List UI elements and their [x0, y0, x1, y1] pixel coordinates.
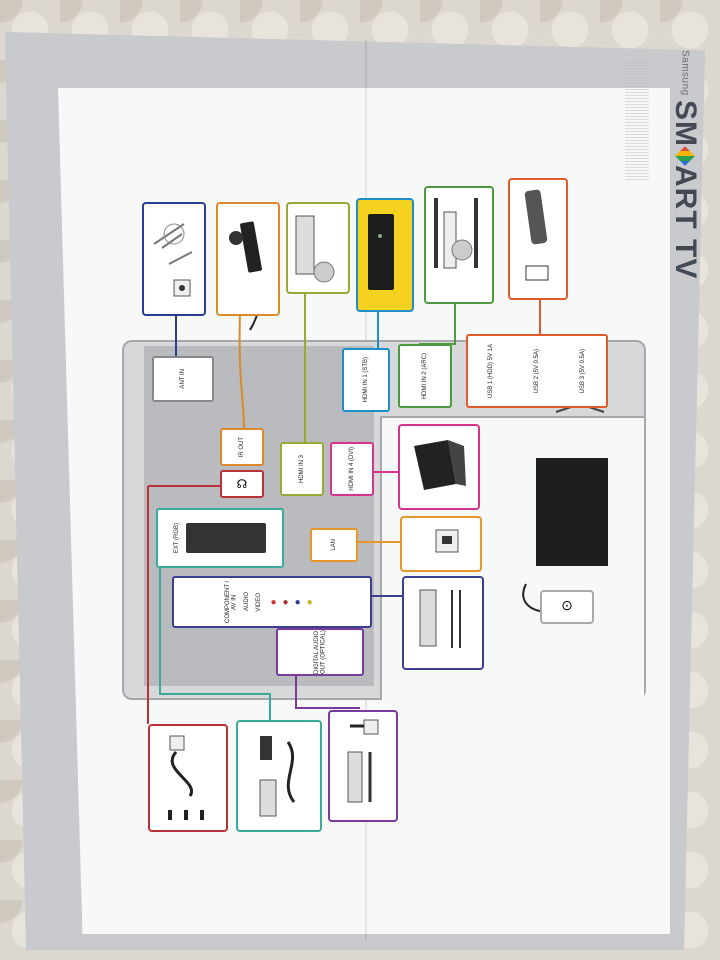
stb-device: [356, 198, 414, 312]
usb-3-label[interactable]: USB 3 (5V 0.5A): [579, 348, 586, 394]
barcode-mark: [625, 60, 649, 180]
ir-blaster-device: [216, 202, 280, 316]
laptop-device: [398, 424, 480, 510]
antenna-icon: [153, 223, 193, 297]
home-theater-icon: [434, 198, 478, 269]
laptop-icon: [414, 440, 466, 490]
ir-blaster-icon: [229, 221, 262, 273]
hdmi-in-2-port[interactable]: HDMI IN 2 (ARC): [398, 344, 452, 408]
smart-cube-icon: [675, 145, 695, 166]
usb-device: [508, 178, 568, 300]
component-av-port[interactable]: COMPONENT / AV IN AUDIO VIDEO ●●●●: [172, 576, 372, 628]
ext-rgb-port[interactable]: EXT (RGB): [156, 508, 284, 568]
lan-wall-socket-icon: [435, 529, 459, 553]
digital-audio-out-label: DIGITAL AUDIO OUT (OPTICAL): [313, 630, 326, 674]
usb-2-label[interactable]: USB 2 (5V 0.5A): [533, 348, 540, 394]
ant-in-label: ANT IN: [179, 369, 186, 389]
digital-audio-out-port[interactable]: DIGITAL AUDIO OUT (OPTICAL): [276, 628, 364, 676]
brand-product: SM ART TV: [668, 100, 702, 279]
lan-wall-device: [400, 516, 482, 572]
rca-jacks-icon: ●●●●: [270, 596, 319, 608]
hdmi-in-3-port[interactable]: HDMI IN 3: [280, 442, 324, 496]
hdmi-in-4-port[interactable]: HDMI IN 4 (DVI): [330, 442, 374, 496]
hdmi-in-1-label: HDMI IN 1 (STB): [362, 357, 369, 403]
optical-receiver-icon: [347, 719, 379, 803]
power-outlet: ⊙: [540, 590, 594, 624]
headphone-device: [148, 724, 228, 832]
antenna-device: [142, 202, 206, 316]
hdmi-in-4-label: HDMI IN 4 (DVI): [348, 447, 355, 491]
brand-product-suffix: ART TV: [669, 164, 702, 280]
power-outlet-icon: ⊙: [561, 597, 573, 613]
tv-rear-box: [536, 458, 608, 566]
lan-port[interactable]: LAN: [310, 528, 358, 562]
scart-device: [236, 720, 322, 832]
lan-label: LAN: [330, 539, 337, 551]
headphone-adapter-icon: [168, 735, 204, 820]
home-theater-device: [424, 186, 494, 304]
video-label: VIDEO: [256, 592, 263, 612]
ir-out-port[interactable]: IR OUT: [220, 428, 264, 466]
hdmi-in-2-label: HDMI IN 2 (ARC): [421, 352, 428, 400]
headphone-port[interactable]: ☊: [220, 470, 264, 498]
ir-out-label: IR OUT: [238, 436, 245, 458]
usb-ports-group: USB 1 (HDD) 5V 1A USB 2 (5V 0.5A) USB 3 …: [466, 334, 608, 408]
brand-logo: Samsung SM ART TV: [668, 50, 702, 279]
hdmi-in-1-port[interactable]: HDMI IN 1 (STB): [342, 348, 390, 412]
audio-label: AUDIO: [243, 592, 250, 612]
dvd-player-icon: [295, 215, 335, 283]
hdmi-in-3-label: HDMI IN 3: [298, 454, 305, 483]
ant-in-port[interactable]: ANT IN: [152, 356, 214, 402]
usb-stick-icon: [524, 189, 549, 281]
scart-connector-icon: [186, 523, 267, 553]
brand-product-prefix: SM: [669, 99, 702, 147]
optical-audio-device: [328, 710, 398, 822]
ext-rgb-label: EXT (RGB): [173, 522, 180, 554]
component-label: COMPONENT / AV IN: [225, 580, 238, 624]
usb-1-label[interactable]: USB 1 (HDD) 5V 1A: [487, 343, 494, 398]
brand-maker: Samsung: [679, 50, 691, 96]
set-top-box-icon: [368, 214, 394, 290]
dvd-device: [286, 202, 350, 294]
scart-cable-icon: [259, 736, 296, 817]
headphone-icon: ☊: [236, 477, 248, 491]
rca-cable-icon: [419, 589, 461, 648]
av-source-device: [402, 576, 484, 670]
